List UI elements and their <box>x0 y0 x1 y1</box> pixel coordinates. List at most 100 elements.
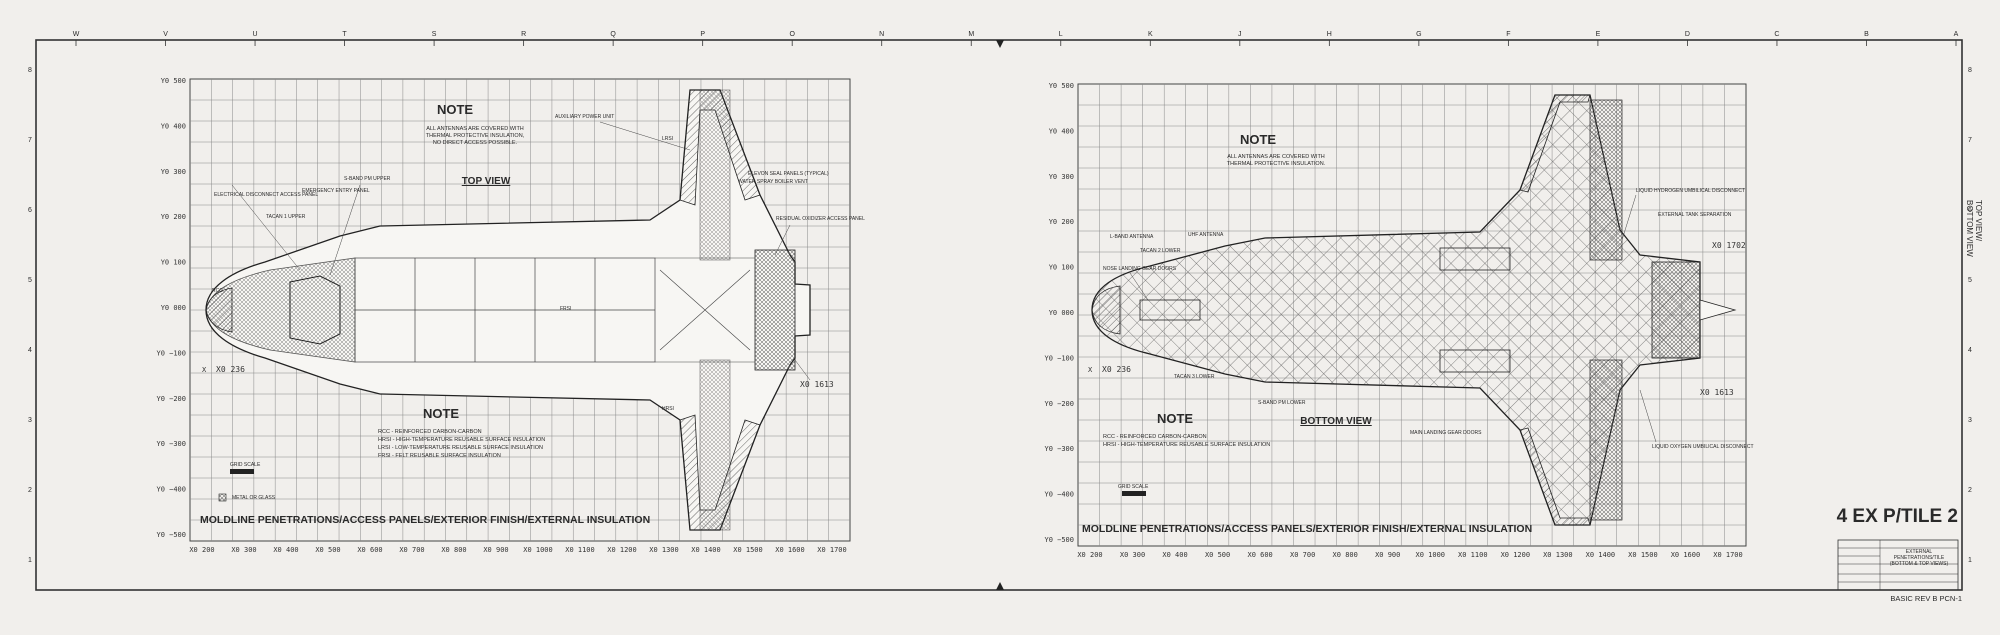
svg-text:ELECTRICAL DISCONNECT ACCESS P: ELECTRICAL DISCONNECT ACCESS PANEL <box>214 192 318 198</box>
bottom-nose-cap <box>1091 285 1121 335</box>
svg-text:GRID SCALE: GRID SCALE <box>1118 484 1149 490</box>
svg-text:EMERGENCY ENTRY PANEL: EMERGENCY ENTRY PANEL <box>302 188 370 194</box>
svg-text:TACAN 3 LOWER: TACAN 3 LOWER <box>1174 374 1215 380</box>
x-tick-label: X0 1400 <box>1586 551 1616 559</box>
svg-text:MAIN LANDING GEAR DOORS: MAIN LANDING GEAR DOORS <box>1410 430 1482 436</box>
svg-text:LRSI: LRSI <box>662 136 673 142</box>
x-tick-label: X0 1700 <box>817 546 847 554</box>
border-letter: G <box>1416 31 1421 38</box>
svg-text:GRID SCALE: GRID SCALE <box>230 462 261 468</box>
svg-text:ELEVON SEAL PANELS (TYPICAL): ELEVON SEAL PANELS (TYPICAL) <box>748 171 829 177</box>
border-letter: N <box>879 31 884 38</box>
x-tick-label: X0 800 <box>1333 551 1358 559</box>
border-letter: R <box>521 31 526 38</box>
x-tick-label: X0 500 <box>315 546 340 554</box>
svg-text:LIQUID OXYGEN UMBILICAL DISCON: LIQUID OXYGEN UMBILICAL DISCONNECT <box>1652 444 1754 450</box>
y-tick-label: Y0 −200 <box>156 395 186 403</box>
svg-text:HRSI - HIGH-TEMPERATURE REUSAB: HRSI - HIGH-TEMPERATURE REUSABLE SURFACE… <box>378 437 545 443</box>
border-number: 1 <box>1968 557 1972 564</box>
top-note-text: ALL ANTENNAS ARE COVERED WITH THERMAL PR… <box>426 126 525 146</box>
x-tick-label: X0 1500 <box>1628 551 1658 559</box>
border-number: 3 <box>1968 417 1972 424</box>
border-letter: F <box>1506 31 1510 38</box>
border-letter: T <box>342 31 347 38</box>
svg-text:RCC - REINFORCED CARBON-CARBON: RCC - REINFORCED CARBON-CARBON <box>378 429 482 435</box>
bottom-note2-text: RCC - REINFORCED CARBON-CARBON HRSI - HI… <box>1103 434 1270 448</box>
border-number: 4 <box>28 347 32 354</box>
svg-text:ALL ANTENNAS ARE COVERED WITH: ALL ANTENNAS ARE COVERED WITH <box>1227 154 1325 160</box>
y-tick-label: Y0 −200 <box>1044 400 1074 408</box>
svg-text:LRSI - LOW-TEMPERATURE REUSABL: LRSI - LOW-TEMPERATURE REUSABLE SURFACE … <box>378 445 543 451</box>
y-tick-label: Y0 100 <box>1049 264 1074 272</box>
border-letter: K <box>1148 31 1153 38</box>
y-tick-label: Y0 −400 <box>1044 491 1074 499</box>
bottom-elevon-upper <box>1589 99 1623 261</box>
border-number: 3 <box>28 417 32 424</box>
border-number: 1 <box>28 557 32 564</box>
y-tick-label: Y0 500 <box>161 77 186 85</box>
border-number: 6 <box>28 207 32 214</box>
orbiter-bottom-view: X X0 236 X0 1613 X0 1702 <box>1088 94 1746 526</box>
x-tick-label: X0 1600 <box>1671 551 1701 559</box>
bottom-wing-leading-edge-lower <box>1519 427 1591 526</box>
border-letter: M <box>968 31 974 38</box>
svg-text:RESIDUAL OXIDIZER ACCESS PANEL: RESIDUAL OXIDIZER ACCESS PANEL <box>776 216 865 222</box>
orbiter-top-view: X X0 236 X0 1613 <box>202 89 834 531</box>
bottom-note2-title: NOTE <box>1157 411 1193 426</box>
oms-pod <box>754 249 796 371</box>
top-callouts: ELECTRICAL DISCONNECT ACCESS PANEL TACAN… <box>212 114 865 501</box>
bottom-station-aft-label: X0 1613 <box>1700 388 1734 397</box>
y-tick-label: Y0 −500 <box>156 531 186 539</box>
x-tick-label: X0 400 <box>1162 551 1187 559</box>
svg-text:X: X <box>202 366 207 374</box>
svg-text:LIQUID HYDROGEN UMBILICAL DISC: LIQUID HYDROGEN UMBILICAL DISCONNECT <box>1636 188 1745 194</box>
svg-text:RCC - REINFORCED CARBON-CARBON: RCC - REINFORCED CARBON-CARBON <box>1103 434 1207 440</box>
border-letter: V <box>163 31 168 38</box>
x-tick-label: X0 1500 <box>733 546 763 554</box>
svg-text:S-BAND PM UPPER: S-BAND PM UPPER <box>344 176 391 182</box>
y-tick-label: Y0 400 <box>1049 127 1074 135</box>
border-letter: L <box>1059 31 1063 38</box>
x-tick-label: X0 1000 <box>1416 551 1446 559</box>
border-number: 8 <box>1968 67 1972 74</box>
x-tick-label: X0 600 <box>1247 551 1272 559</box>
y-tick-label: Y0 −300 <box>156 440 186 448</box>
svg-text:NOSE LANDING GEAR DOORS: NOSE LANDING GEAR DOORS <box>1103 266 1177 272</box>
x-tick-label: X0 1100 <box>565 546 595 554</box>
bottom-wing-leading-edge-upper <box>1519 94 1591 193</box>
x-tick-label: X0 500 <box>1205 551 1230 559</box>
top-note2-title: NOTE <box>423 406 459 421</box>
x-tick-label: X0 300 <box>1120 551 1145 559</box>
elevon-lower <box>699 359 731 531</box>
svg-text:THERMAL PROTECTIVE INSULATION.: THERMAL PROTECTIVE INSULATION. <box>1227 161 1326 167</box>
svg-text:EXTERNAL TANK SEPARATION: EXTERNAL TANK SEPARATION <box>1658 212 1732 218</box>
top-caption: MOLDLINE PENETRATIONS/ACCESS PANELS/EXTE… <box>200 514 650 526</box>
border-number: 6 <box>1968 207 1972 214</box>
border-letter: E <box>1596 31 1601 38</box>
elevon-upper <box>699 89 731 261</box>
x-tick-label: X0 1100 <box>1458 551 1488 559</box>
svg-text:RCC: RCC <box>212 288 223 294</box>
border-letter: O <box>789 31 795 38</box>
y-tick-label: Y0 −300 <box>1044 445 1074 453</box>
x-tick-label: X0 300 <box>231 546 256 554</box>
border-number: 7 <box>1968 137 1972 144</box>
svg-text:AUXILIARY POWER UNIT: AUXILIARY POWER UNIT <box>555 114 614 120</box>
bottom-note-text: ALL ANTENNAS ARE COVERED WITH THERMAL PR… <box>1227 154 1326 167</box>
border-letter: B <box>1864 31 1869 38</box>
x-tick-label: X0 200 <box>1077 551 1102 559</box>
svg-text:ALL ANTENNAS ARE COVERED WITH: ALL ANTENNAS ARE COVERED WITH <box>426 126 524 132</box>
x-tick-label: X0 1000 <box>523 546 553 554</box>
bottom-legend: GRID SCALE <box>1118 484 1149 496</box>
svg-text:X: X <box>1088 366 1093 374</box>
y-tick-label: Y0 200 <box>161 213 186 221</box>
x-tick-label: X0 1400 <box>691 546 721 554</box>
top-view-label: TOP VIEW <box>462 176 511 187</box>
x-tick-label: X0 600 <box>357 546 382 554</box>
y-tick-label: Y0 300 <box>1049 173 1074 181</box>
svg-text:(BOTTOM & TOP VIEWS): (BOTTOM & TOP VIEWS) <box>1890 561 1949 567</box>
y-tick-label: Y0 400 <box>161 122 186 130</box>
border-letter: P <box>700 31 705 38</box>
svg-text:HRSI: HRSI <box>662 406 674 412</box>
